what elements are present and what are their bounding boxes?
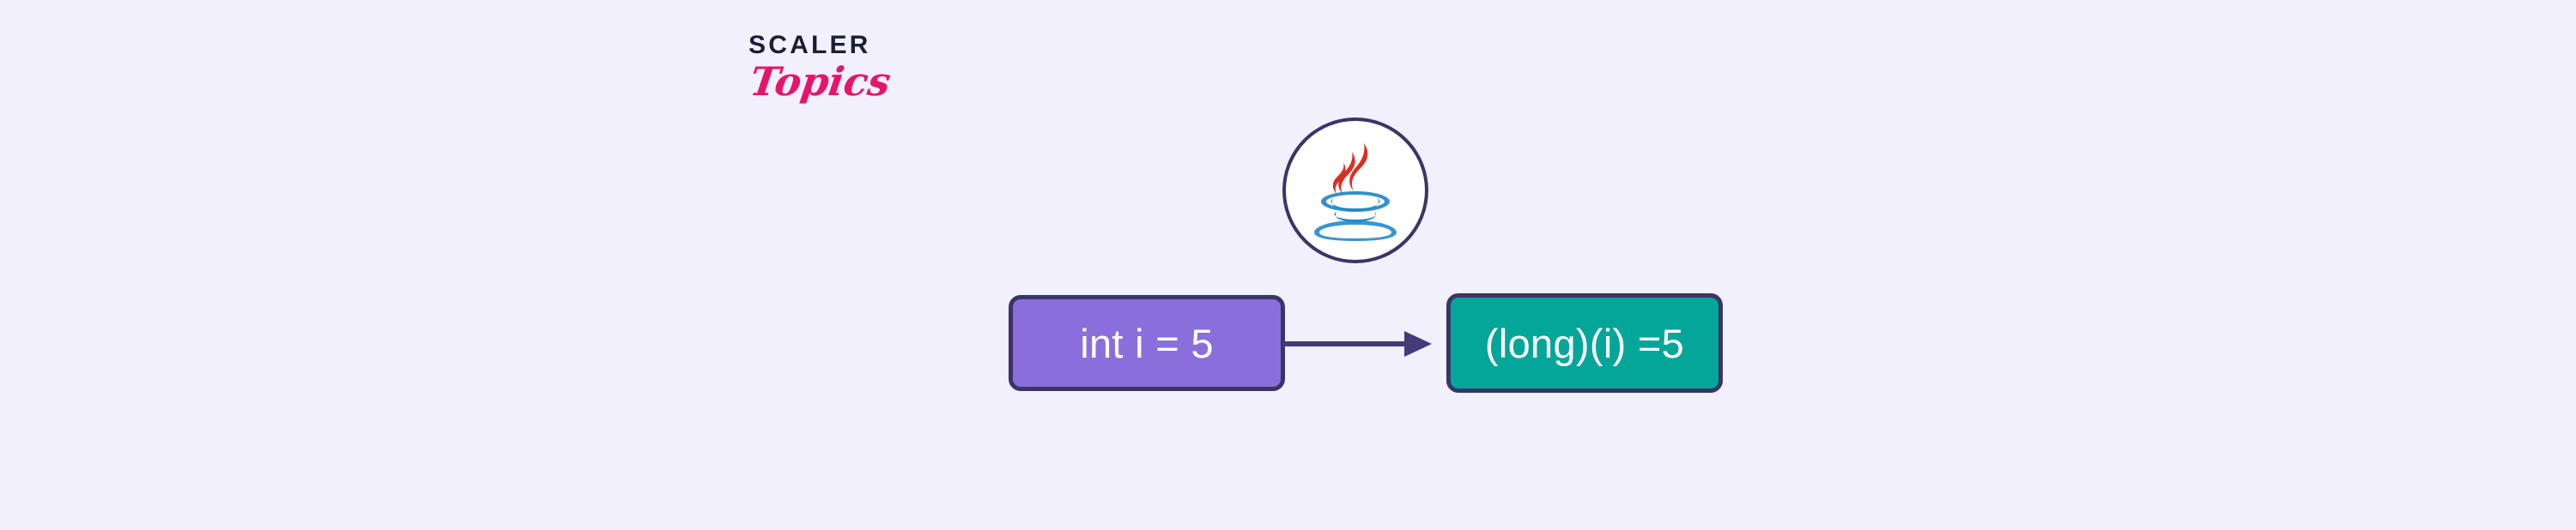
logo-primary-text: SCALER	[749, 31, 871, 59]
logo-secondary-text: Topics	[747, 58, 894, 105]
target-node-box: (long)(i) =5	[1446, 293, 1723, 393]
source-node-box: int i = 5	[1009, 295, 1285, 391]
java-logo-icon	[1311, 140, 1400, 241]
scaler-topics-logo: SCALER Topics	[747, 31, 920, 127]
java-logo-badge	[1282, 117, 1428, 263]
source-to-target-arrow	[1282, 329, 1437, 358]
